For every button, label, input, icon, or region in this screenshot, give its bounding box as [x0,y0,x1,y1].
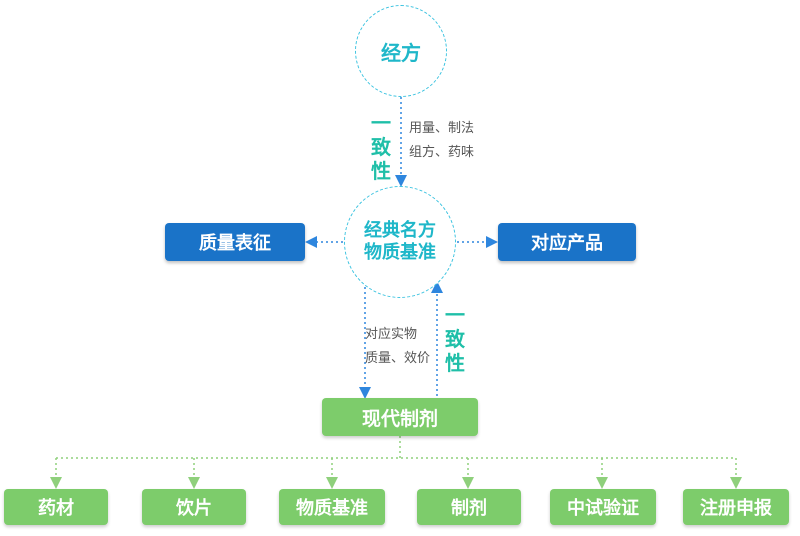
node-substance-benchmark: 经典名方 物质基准 [344,186,456,298]
node-modern-preparation: 现代制剂 [322,398,478,436]
node-corresponding-product: 对应产品 [498,223,636,261]
node-preparation: 制剂 [417,489,521,525]
node-quality-characterization: 质量表征 [165,223,305,261]
node-pilot-validation: 中试验证 [550,489,656,525]
lower-consistency-label: 一 致 性 [445,303,465,375]
upper-consistency-label: 一 致 性 [371,111,391,183]
node-registration: 注册申报 [683,489,789,525]
node-decoction-pieces: 饮片 [142,489,246,525]
node-medicinal-material: 药材 [4,489,108,525]
upper-note: 用量、制法 组方、药味 [409,121,475,160]
node-substance-benchmark-step: 物质基准 [279,489,385,525]
node-classic-formula: 经方 [355,5,447,97]
lower-note: 对应实物 质量、效价 [365,327,431,366]
